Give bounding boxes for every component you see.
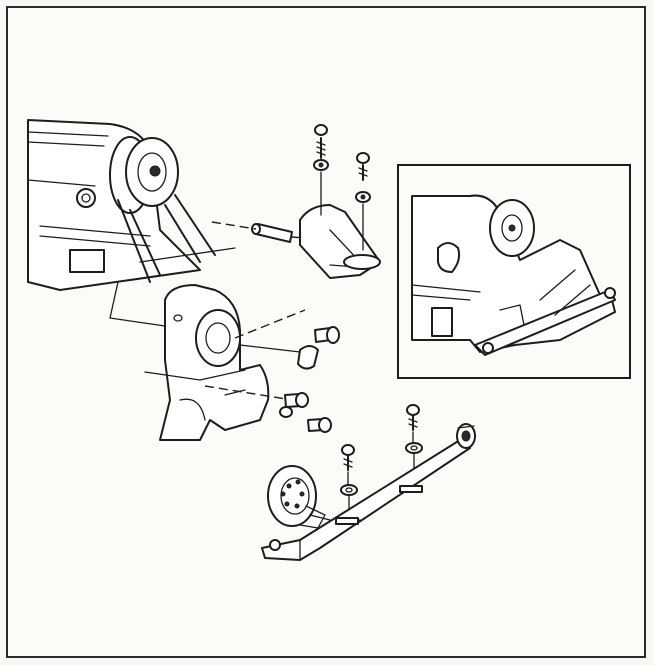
belt-cover-front [299,204,381,279]
bolt-upper [314,326,340,344]
screw-bracket-right [406,404,420,431]
screw-top-right [356,152,370,181]
washer-bracket-right [405,442,423,454]
dashed-guide [211,221,257,230]
washer-bracket-left [340,484,358,496]
bolt-middle [284,392,309,408]
washer-top-left [313,159,329,171]
dashed-guide [291,236,306,239]
guide-line [109,281,119,319]
dashed-guide [234,309,306,339]
detector-disc [267,465,331,529]
washer-middle [279,406,293,418]
inset-detail [397,164,631,379]
roller-knob [456,423,476,449]
guide-line [239,344,301,353]
cap-knob [297,345,319,370]
screw-bracket-left [341,444,355,471]
bracket-plate [261,439,471,561]
bolt-lower [307,417,332,433]
belt-cover-body [144,284,270,441]
shaft-pin [251,223,293,243]
sewing-machine-head [27,119,236,291]
guide-line [109,317,166,327]
washer-top-right [355,191,371,203]
screw-top-left [314,124,328,159]
